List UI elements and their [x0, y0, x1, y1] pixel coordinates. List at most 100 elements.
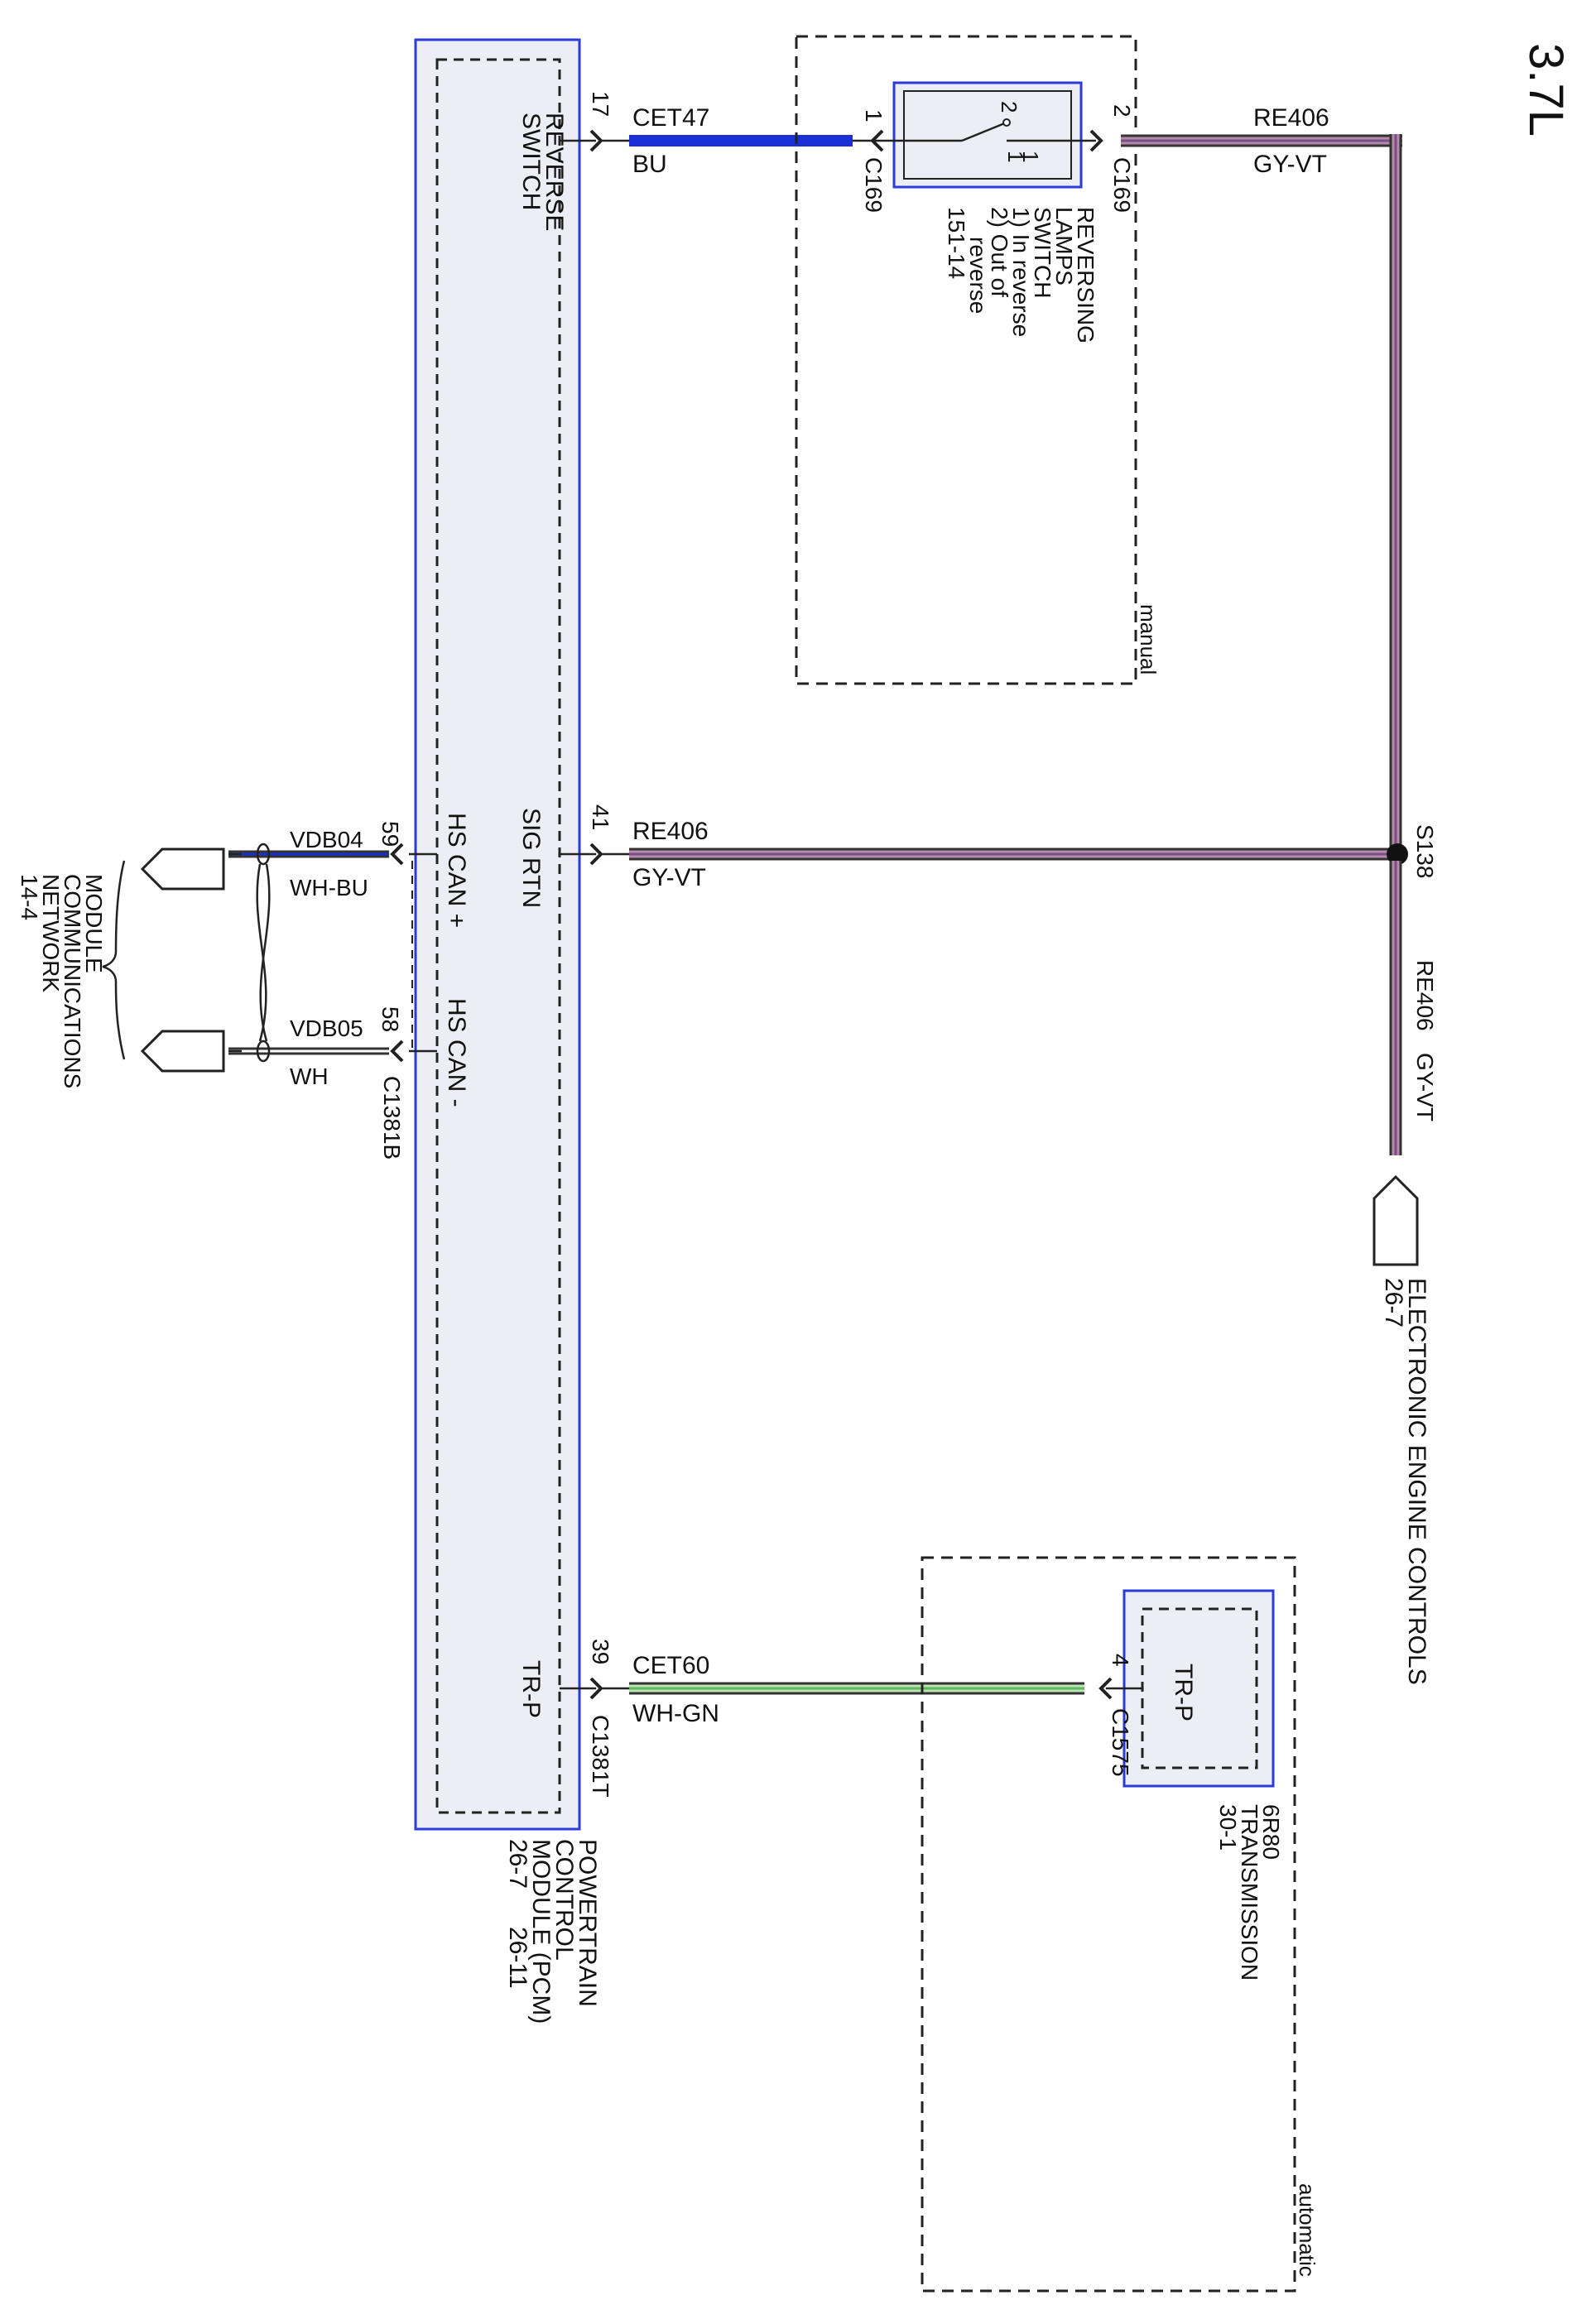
- transmission-pin-label: TR-P: [1170, 1664, 1197, 1721]
- wire-stripe: [1121, 144, 1402, 147]
- wire-vdb05-circuit: VDB05: [290, 1016, 363, 1041]
- wire-vdb04-circuit: VDB04: [290, 827, 363, 852]
- wire-stripe: [629, 1692, 1084, 1695]
- wire-cet60-circuit: CET60: [632, 1652, 709, 1679]
- wire-cet47: CET47 BU: [560, 104, 877, 178]
- switch-position-label: 1: [1003, 151, 1028, 162]
- wire-re406-color: GY-VT: [1253, 151, 1327, 178]
- wire-stripe: [629, 852, 1397, 856]
- pcm-name-line: POWERTRAIN: [574, 1839, 601, 2007]
- transmission-text: 6R80: [1258, 1804, 1284, 1860]
- wire-stripe: [1121, 139, 1402, 142]
- wire-re406-circuit: RE406: [1412, 960, 1438, 1031]
- pcm-pin-number: 59: [377, 821, 403, 847]
- pcm-pin-label-sig-rtn: SIG RTN: [517, 808, 545, 908]
- wire-cet47-strand: [629, 135, 853, 146]
- splice-label: S138: [1412, 824, 1438, 878]
- eec-connector-shape: [1372, 1174, 1419, 1266]
- switch-position-label: 2: [997, 101, 1022, 113]
- wire-re406-circuit: RE406: [632, 818, 709, 845]
- wire-stripe: [228, 1052, 389, 1055]
- reversing-switch-text: 151-14: [944, 207, 969, 279]
- reversing-switch-text: SWITCH: [1030, 207, 1055, 298]
- wire-re406-riser: [1389, 134, 1402, 861]
- wire-stripe: [1399, 134, 1402, 861]
- reversing-switch-pin-out: 2: [1109, 104, 1135, 118]
- wire-stripe: [1121, 142, 1402, 145]
- wire-stripe: [629, 1682, 1084, 1685]
- pcm-pin-label-tr-p: TR-P: [517, 1660, 545, 1718]
- wire-stripe: [629, 1687, 1084, 1690]
- pcm-connector-trp: C1381T: [588, 1715, 613, 1798]
- transmission-group: automatic TR-P 4 C1575 6R80 TRANSMISSION…: [921, 1556, 1320, 2293]
- network-text: MODULE: [81, 874, 107, 973]
- eec-label: ELECTRONIC ENGINE CONTROLS: [1403, 1278, 1430, 1685]
- pcm-name-line: MODULE (PCM): [527, 1839, 555, 2024]
- reversing-switch-pin-in: 1: [861, 109, 887, 122]
- wire-cet60: CET60 WH-GN: [560, 1652, 1084, 1727]
- wire-re406-sig-rtn-strand: [629, 847, 1397, 861]
- pcm-ref-right: 26-11: [504, 1927, 531, 1989]
- wire-stripe: [629, 850, 1397, 853]
- transmission-pin: 4: [1108, 1654, 1133, 1667]
- wire-stripe: [228, 1049, 389, 1053]
- wire-re406-switch-strand: [1121, 134, 1402, 147]
- connector-arrow: [589, 129, 603, 152]
- wire-stripe: [228, 852, 389, 856]
- pcm-body: [414, 38, 581, 1831]
- wire-stripe: [629, 857, 1397, 861]
- pcm-pin-label-reverse-switch: REVERSE: [541, 113, 568, 231]
- reversing-switch-connector-out: C169: [1109, 157, 1135, 213]
- wire-stripe: [1394, 861, 1397, 1155]
- wire-vdb04-strand: [228, 850, 389, 858]
- connector-arrow: [390, 1040, 404, 1063]
- reversing-switch-text: 1) In reverse: [1008, 207, 1034, 337]
- wire-stripe: [1392, 861, 1395, 1155]
- wire-stripe: [1396, 134, 1400, 861]
- wire-stripe: [1389, 134, 1392, 861]
- reversing-switch-text: REVERSING: [1073, 207, 1098, 343]
- switch-position-label: 1: [1018, 151, 1043, 162]
- pcm-ref-left: 26-7: [504, 1839, 531, 1889]
- eec-reference: ELECTRONIC ENGINE CONTROLS 26-7: [1372, 1174, 1430, 1685]
- network-brace: [102, 860, 126, 1060]
- pcm-pin-number: 41: [588, 804, 613, 830]
- reversing-switch-text: reverse: [965, 237, 991, 314]
- reversing-switch-group: manual 2 1 1 1 C169 2 C169 REVERSING LAM…: [795, 35, 1161, 685]
- pcm-pin-label-reverse-switch: SWITCH: [517, 113, 545, 210]
- wire-stripe: [1121, 134, 1402, 137]
- connector-arrow: [870, 129, 884, 152]
- reversing-switch-body: [892, 81, 1083, 189]
- network-connector-shape: [140, 1030, 225, 1073]
- pcm-pin-label-hs-can-plus: HS CAN +: [443, 813, 470, 928]
- wire-cet47-color: BU: [632, 151, 667, 178]
- splice-s138: [1387, 843, 1408, 865]
- transmission-connector: C1575: [1108, 1708, 1133, 1777]
- transmission-text: 30-1: [1215, 1804, 1241, 1851]
- engine-label: 3.7L: [1519, 43, 1573, 137]
- connector-arrow: [390, 843, 404, 866]
- wire-stripe: [1394, 134, 1397, 861]
- connector-arrow: [589, 843, 603, 866]
- wire-vdb04-color: WH-BU: [290, 875, 368, 900]
- wire-stripe: [1121, 137, 1402, 140]
- eec-ref: 26-7: [1380, 1278, 1407, 1328]
- pcm-module: POWERTRAIN CONTROL MODULE (PCM) 26-7 26-…: [377, 38, 613, 2024]
- network-text: COMMUNICATIONS: [60, 874, 85, 1088]
- wire-cet60-color: WH-GN: [632, 1700, 719, 1727]
- reversing-switch-connector-in: C169: [861, 157, 887, 213]
- wire-stripe: [629, 1689, 1084, 1693]
- switch-blade: [961, 121, 1007, 142]
- connector-arrow: [1089, 129, 1103, 152]
- wire-re406-eec: RE406 GY-VT: [1389, 861, 1438, 1155]
- wire-vdb05-color: WH: [290, 1064, 329, 1089]
- pcm-pin-label-hs-can-minus: HS CAN -: [443, 998, 470, 1107]
- wire-cet47-circuit: CET47: [632, 104, 709, 132]
- connector-arrow: [1098, 1677, 1113, 1700]
- pcm-pin-number: 17: [588, 91, 613, 117]
- reversing-switch-text: LAMPS: [1051, 207, 1077, 286]
- wire-stripe: [228, 1047, 389, 1050]
- wire-re406-eec-strand: [1389, 861, 1402, 1155]
- transmission-body: [1122, 1589, 1275, 1788]
